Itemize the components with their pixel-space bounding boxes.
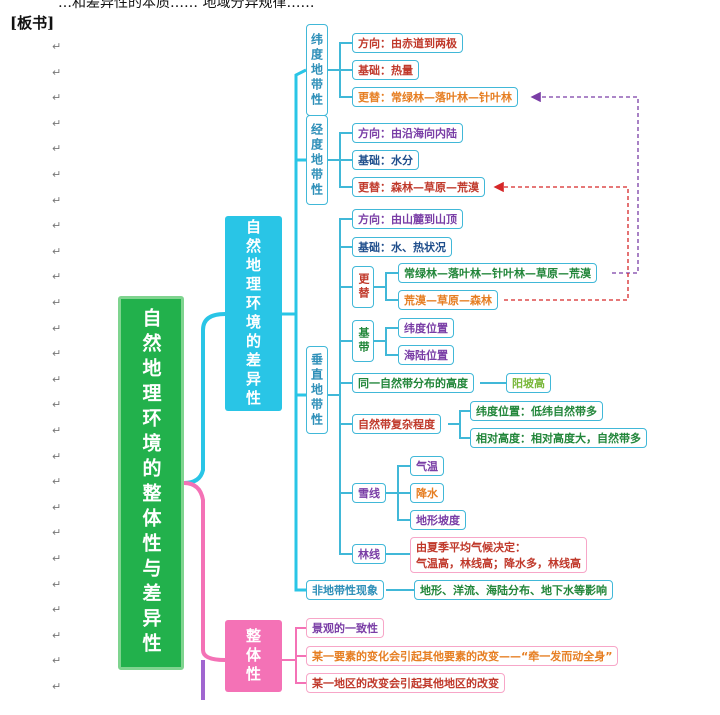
integrity-item-3: 某一地区的改变会引起其他地区的改变 bbox=[306, 673, 505, 693]
paragraph-mark: ↵ bbox=[52, 116, 62, 130]
paragraph-mark: ↵ bbox=[52, 142, 62, 156]
vertical-zonality-node: 垂直地带性 bbox=[306, 346, 328, 434]
lat-succession: 更替：常绿林—落叶林—针叶林 bbox=[352, 87, 518, 107]
vert-direction: 方向：由山麓到山顶 bbox=[352, 209, 463, 229]
paragraph-mark: ↵ bbox=[52, 168, 62, 181]
treeline: 林线 bbox=[352, 544, 386, 564]
snowline-1: 气温 bbox=[410, 456, 444, 476]
integrity-node: 整体性 bbox=[225, 620, 282, 692]
paragraph-mark: ↵ bbox=[52, 424, 62, 437]
base-zone-label: 基带 bbox=[352, 320, 374, 362]
latitudinal-zonality-node: 纬度地带性 bbox=[306, 24, 328, 116]
lon-basis: 基础：水分 bbox=[352, 150, 419, 170]
paragraph-mark: ↵ bbox=[52, 40, 62, 53]
treeline-detail: 由夏季平均气候决定： 气温高，林线高；降水多，林线高 bbox=[410, 537, 587, 573]
paragraph-mark: ↵ bbox=[52, 296, 62, 309]
paragraph-mark: ↵ bbox=[52, 398, 62, 412]
snowline-2: 降水 bbox=[410, 483, 444, 503]
lat-direction: 方向：由赤道到两极 bbox=[352, 33, 463, 53]
paragraph-mark: ↵ bbox=[52, 193, 62, 207]
paragraph-mark: ↵ bbox=[52, 577, 62, 591]
paragraph-mark: ↵ bbox=[52, 65, 62, 79]
paragraph-mark: ↵ bbox=[52, 552, 62, 565]
lon-succession: 更替：森林—草原—荒漠 bbox=[352, 177, 485, 197]
complexity-2: 相对高度：相对高度大，自然带多 bbox=[470, 428, 647, 448]
vert-succession-2: 荒漠—草原—森林 bbox=[398, 290, 498, 310]
paragraph-mark: ↵ bbox=[52, 372, 62, 386]
snowline: 雪线 bbox=[352, 483, 386, 503]
cut-off-header-line: …和差异性的本质…… 地域分异规律…… bbox=[58, 0, 315, 11]
base-zone-1: 纬度位置 bbox=[398, 318, 454, 338]
snowline-3: 地形坡度 bbox=[410, 510, 466, 530]
paragraph-mark: ↵ bbox=[52, 603, 62, 617]
board-title: [板书] bbox=[10, 14, 55, 32]
same-zone-answer: 阳坡高 bbox=[506, 373, 551, 393]
vert-basis: 基础：水、热状况 bbox=[352, 237, 452, 257]
vert-succession-1: 常绿林—落叶林—针叶林—草原—荒漠 bbox=[398, 263, 597, 283]
paragraph-mark: ↵ bbox=[52, 347, 62, 361]
treeline-line-1: 由夏季平均气候决定： bbox=[416, 541, 526, 554]
integrity-item-2: 某一要素的变化会引起其他要素的改变——“牵一发而动全身” bbox=[306, 646, 619, 666]
integrity-item-1: 景观的一致性 bbox=[306, 618, 384, 638]
vert-succession-label: 更替 bbox=[352, 266, 374, 308]
paragraph-mark: ↵ bbox=[52, 628, 62, 642]
complexity-1: 纬度位置：低纬自然带多 bbox=[470, 401, 603, 421]
lat-basis: 基础：热量 bbox=[352, 60, 419, 80]
paragraph-mark: ↵ bbox=[52, 449, 62, 463]
paragraph-mark: ↵ bbox=[52, 680, 62, 693]
paragraph-mark: ↵ bbox=[52, 91, 62, 105]
paragraph-mark: ↵ bbox=[52, 219, 62, 233]
longitudinal-zonality-node: 经度地带性 bbox=[306, 115, 328, 205]
paragraph-mark: ↵ bbox=[52, 321, 62, 335]
same-zone-height: 同一自然带分布的高度 bbox=[352, 373, 474, 393]
paragraph-mark: ↵ bbox=[52, 654, 62, 668]
paragraph-mark: ↵ bbox=[52, 526, 62, 540]
zone-complexity: 自然带复杂程度 bbox=[352, 414, 441, 434]
root-node: 自然地理环境的整体性与差异性 bbox=[118, 296, 184, 670]
differentiation-node: 自然地理环境的差异性 bbox=[225, 216, 282, 411]
azonal-node: 非地带性现象 bbox=[306, 580, 384, 600]
paragraph-mark: ↵ bbox=[52, 244, 62, 258]
azonal-detail: 地形、洋流、海陆分布、地下水等影响 bbox=[414, 580, 613, 600]
paragraph-mark: ↵ bbox=[52, 270, 62, 284]
treeline-line-2: 气温高，林线高；降水多，林线高 bbox=[416, 557, 581, 570]
lon-direction: 方向：由沿海向内陆 bbox=[352, 123, 463, 143]
base-zone-2: 海陆位置 bbox=[398, 345, 454, 365]
paragraph-mark: ↵ bbox=[52, 475, 62, 489]
paragraph-mark: ↵ bbox=[52, 500, 62, 514]
